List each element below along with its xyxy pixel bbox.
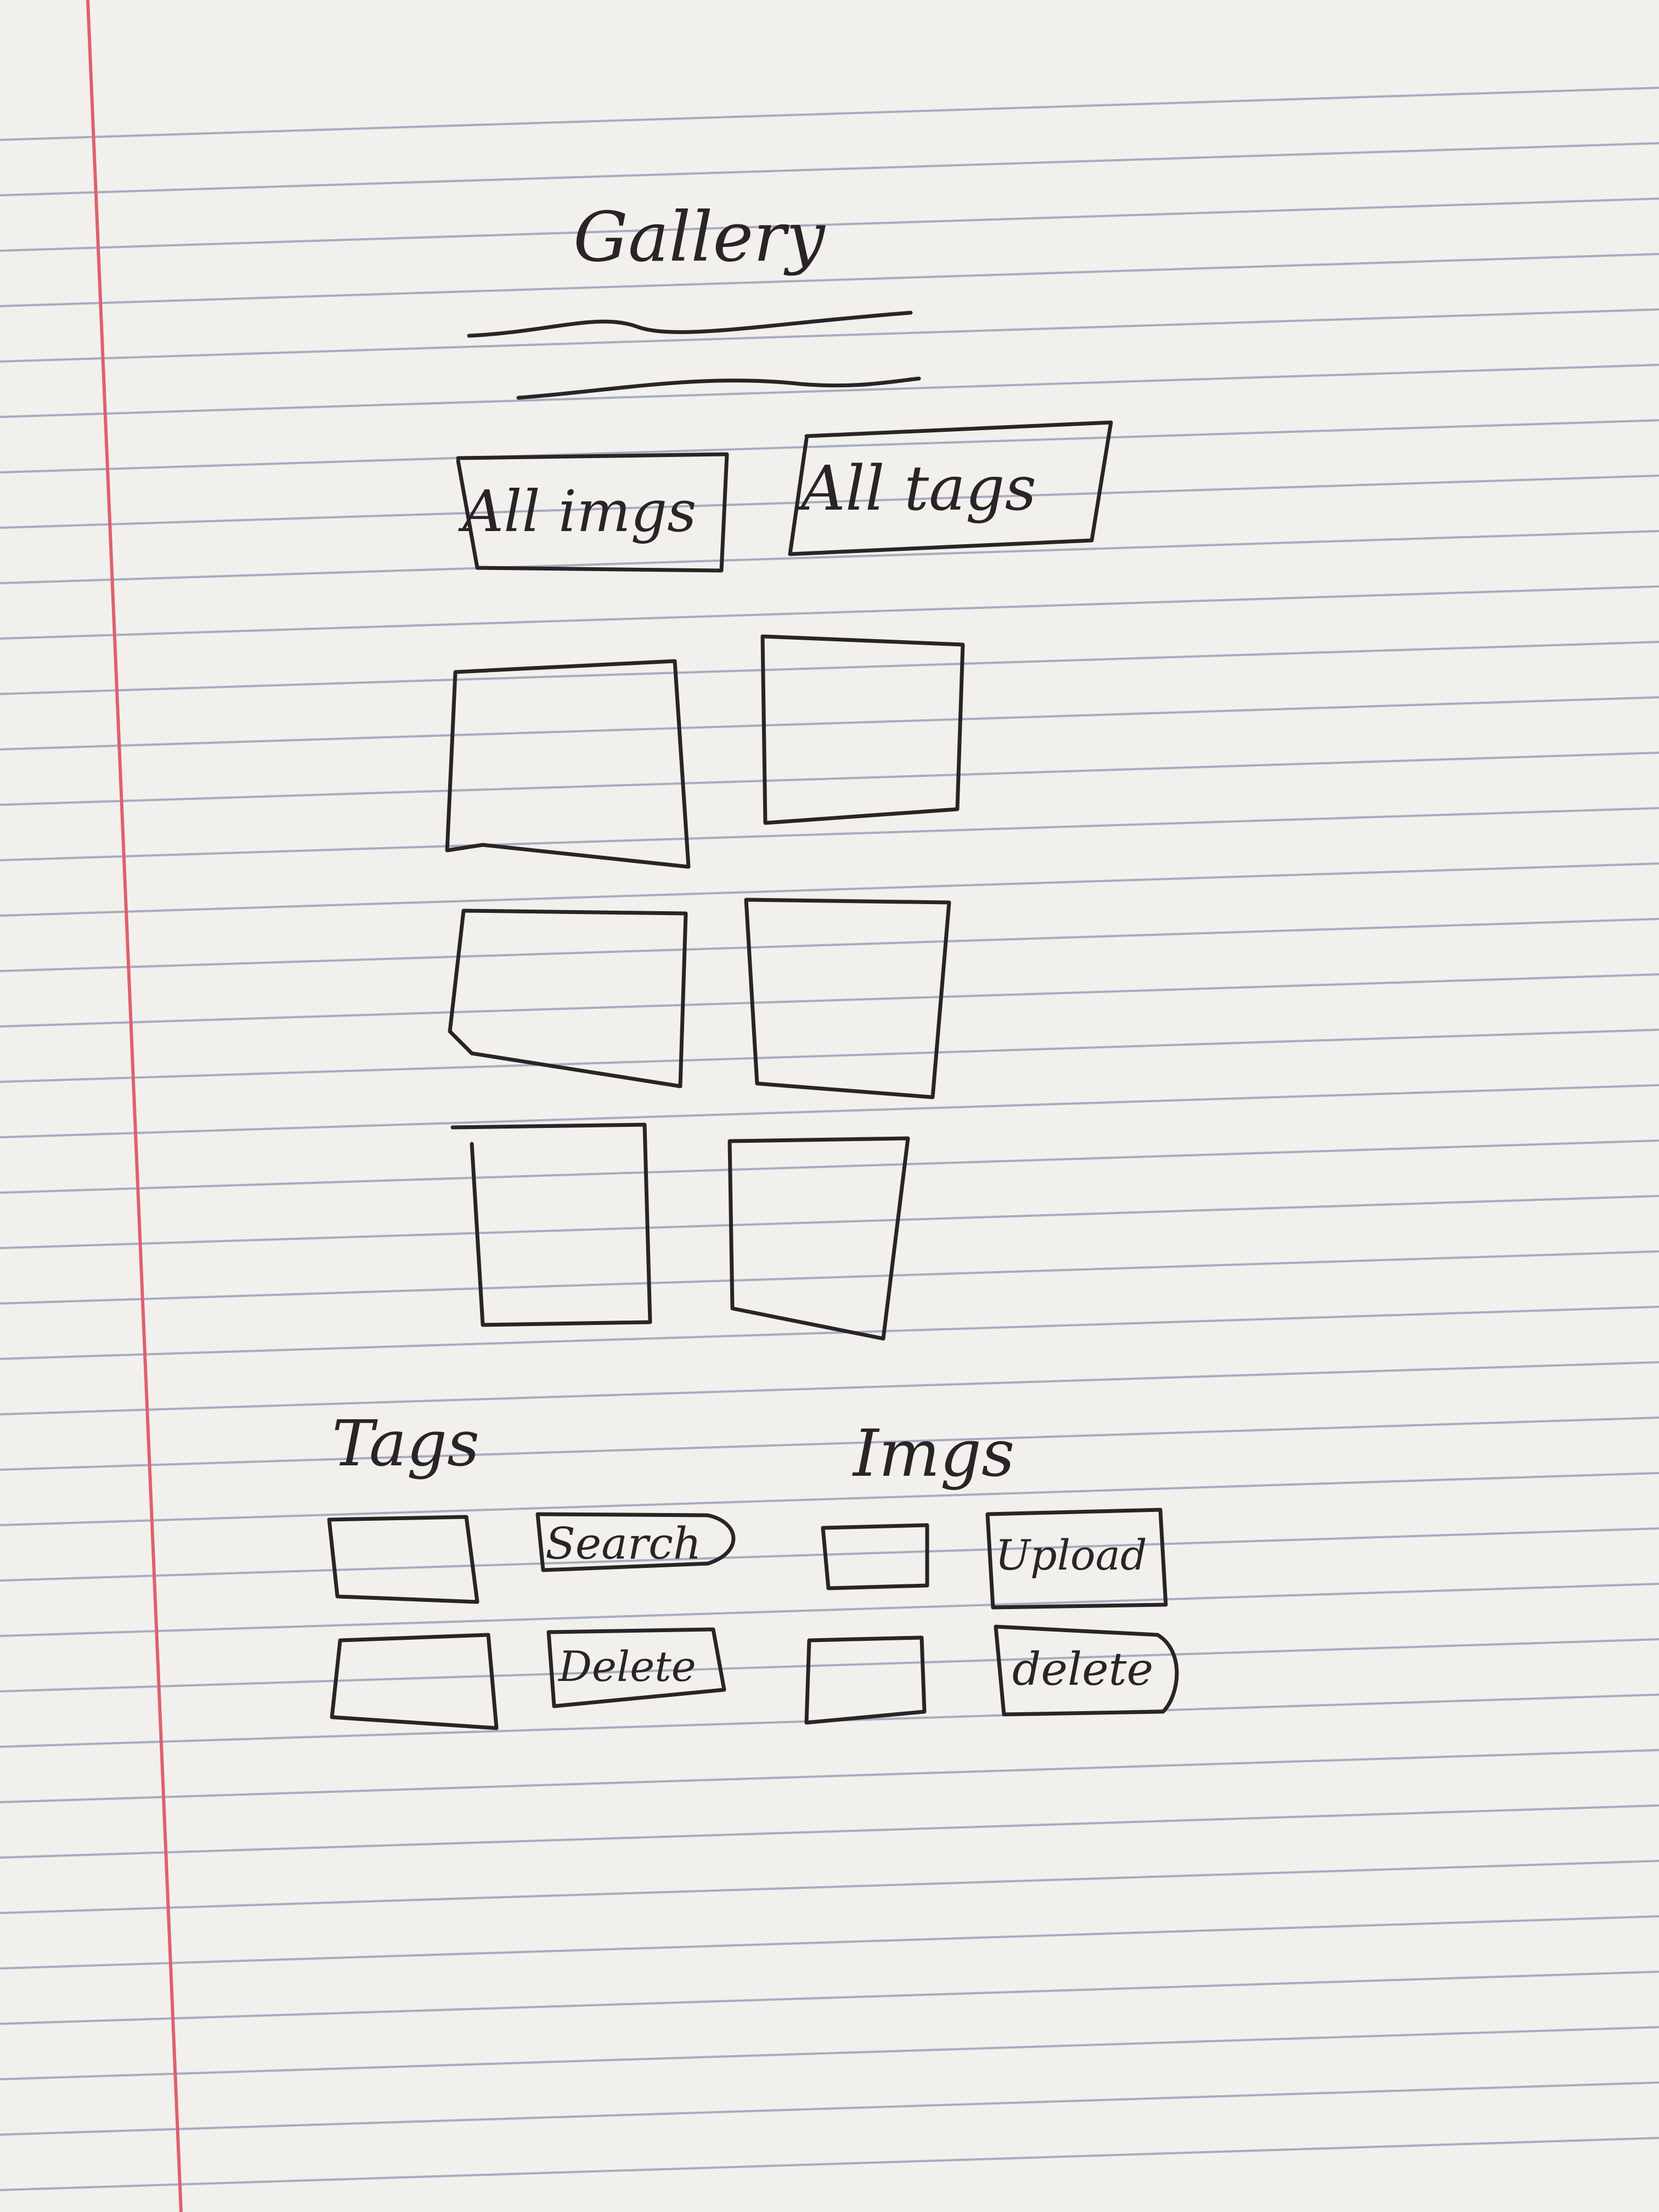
rule-line [0, 752, 1659, 806]
rule-line [0, 918, 1659, 972]
rule-line [0, 1804, 1659, 1859]
rule-line [0, 1084, 1659, 1138]
rule-line [0, 862, 1659, 917]
rule-line [0, 2081, 1659, 2136]
all-tags-button-outline [788, 420, 1113, 556]
rule-line [0, 1306, 1659, 1360]
title-underline [467, 311, 913, 338]
rule-line [0, 308, 1659, 363]
rule-line [0, 1195, 1659, 1249]
search-button-label: Search [545, 1518, 702, 1569]
rule-line [0, 1250, 1659, 1305]
rule-line [0, 2137, 1659, 2191]
tag-input-box-2[interactable] [330, 1633, 499, 1730]
rule-line [0, 1527, 1659, 1582]
gallery-thumbnail[interactable] [450, 1122, 652, 1327]
title-underline-2 [516, 376, 921, 400]
all-images-button[interactable]: All imgs [458, 455, 727, 571]
gallery-thumbnail[interactable] [448, 909, 688, 1088]
rule-line [0, 253, 1659, 307]
rule-line [0, 1860, 1659, 1914]
image-input-box[interactable] [821, 1523, 929, 1590]
rule-line [0, 1749, 1659, 1803]
rule-line [0, 1361, 1659, 1415]
gallery-thumbnail[interactable] [760, 634, 965, 825]
search-button[interactable]: Search [538, 1514, 735, 1572]
upload-button-outline [985, 1508, 1168, 1610]
tags-heading: Tags [332, 1407, 479, 1481]
tag-delete-button[interactable]: Delete [549, 1629, 724, 1706]
rule-line [0, 1915, 1659, 1970]
rule-line [0, 364, 1659, 418]
gallery-thumbnail[interactable] [744, 898, 951, 1099]
imgs-heading: Imgs [853, 1415, 1015, 1491]
all-images-label: All imgs [462, 478, 697, 545]
search-button-outline [535, 1512, 736, 1572]
rule-line [0, 973, 1659, 1028]
rule-line [0, 1583, 1659, 1637]
image-delete-button-outline [994, 1624, 1179, 1717]
upload-button-label: Upload [995, 1531, 1147, 1579]
rule-line [0, 807, 1659, 861]
gallery-thumbnail[interactable] [445, 659, 691, 869]
image-input-box-2[interactable] [804, 1635, 927, 1725]
rule-line [0, 585, 1659, 640]
tag-delete-button-label: Delete [558, 1642, 696, 1691]
rule-line [0, 198, 1659, 252]
rule-line [0, 142, 1659, 196]
rule-line [0, 1638, 1659, 1692]
rule-line [0, 641, 1659, 695]
all-tags-label: All tags [801, 453, 1037, 524]
image-delete-button[interactable]: delete [996, 1627, 1182, 1714]
margin-line [86, 0, 183, 2212]
upload-button[interactable]: Upload [988, 1510, 1166, 1607]
tag-delete-button-outline [546, 1627, 726, 1708]
all-images-button-outline [456, 452, 729, 573]
rule-line [0, 696, 1659, 751]
page-title: Gallery [573, 198, 825, 277]
all-tags-button[interactable]: All tags [790, 425, 1111, 554]
rule-line [0, 1472, 1659, 1526]
rule-line [0, 2026, 1659, 2080]
gallery-thumbnail[interactable] [727, 1136, 910, 1341]
rule-line [0, 1417, 1659, 1471]
image-delete-button-label: delete [1012, 1644, 1154, 1696]
rule-line [0, 1029, 1659, 1083]
rule-line [0, 1139, 1659, 1194]
rule-line [0, 1971, 1659, 2025]
rule-line [0, 87, 1659, 141]
tag-input-box[interactable] [327, 1515, 479, 1604]
